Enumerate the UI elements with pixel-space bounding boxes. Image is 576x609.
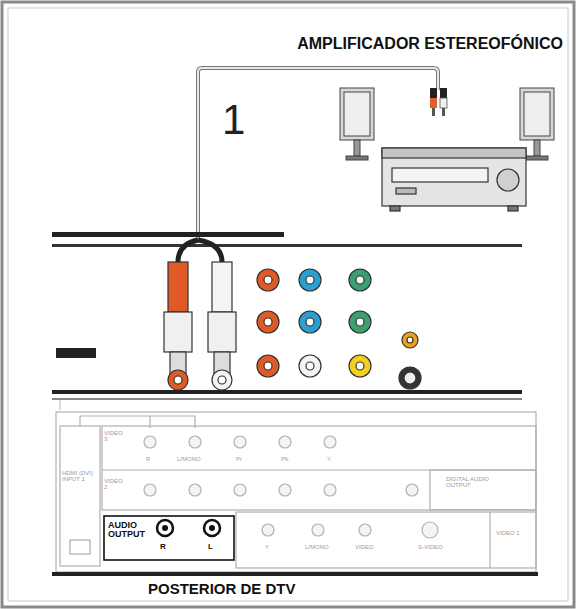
panel-label: VIDEO xyxy=(355,544,374,550)
panel-label: L/MONO xyxy=(305,544,329,550)
panel-label: Y xyxy=(327,456,331,462)
amplifier-label: AMPLIFICADOR ESTEREOFÓNICO xyxy=(297,36,563,53)
callout-number: 1 xyxy=(222,98,245,142)
channel-label: L xyxy=(208,543,213,551)
panel-label: VIDEO 2 xyxy=(104,478,126,491)
panel-label: Y xyxy=(265,544,269,550)
rear-panel-caption: POSTERIOR DE DTV xyxy=(148,581,296,597)
panel-label: VIDEO 1 xyxy=(496,530,530,536)
audio-output-label: AUDIO OUTPUT xyxy=(108,521,150,540)
panel-label: L/MONO xyxy=(177,456,201,462)
panel-label: R xyxy=(146,456,150,462)
panel-label: Pb xyxy=(281,456,288,462)
panel-label: VIDEO 3 xyxy=(104,430,126,443)
panel-label: DIGITAL AUDIO OUTPUT xyxy=(446,476,490,489)
panel-label: S-VIDEO xyxy=(418,544,443,550)
panel-label: Pr xyxy=(236,456,242,462)
panel-label: HDMI (DVI) INPUT 1 xyxy=(62,470,98,483)
channel-label: R xyxy=(160,543,166,551)
